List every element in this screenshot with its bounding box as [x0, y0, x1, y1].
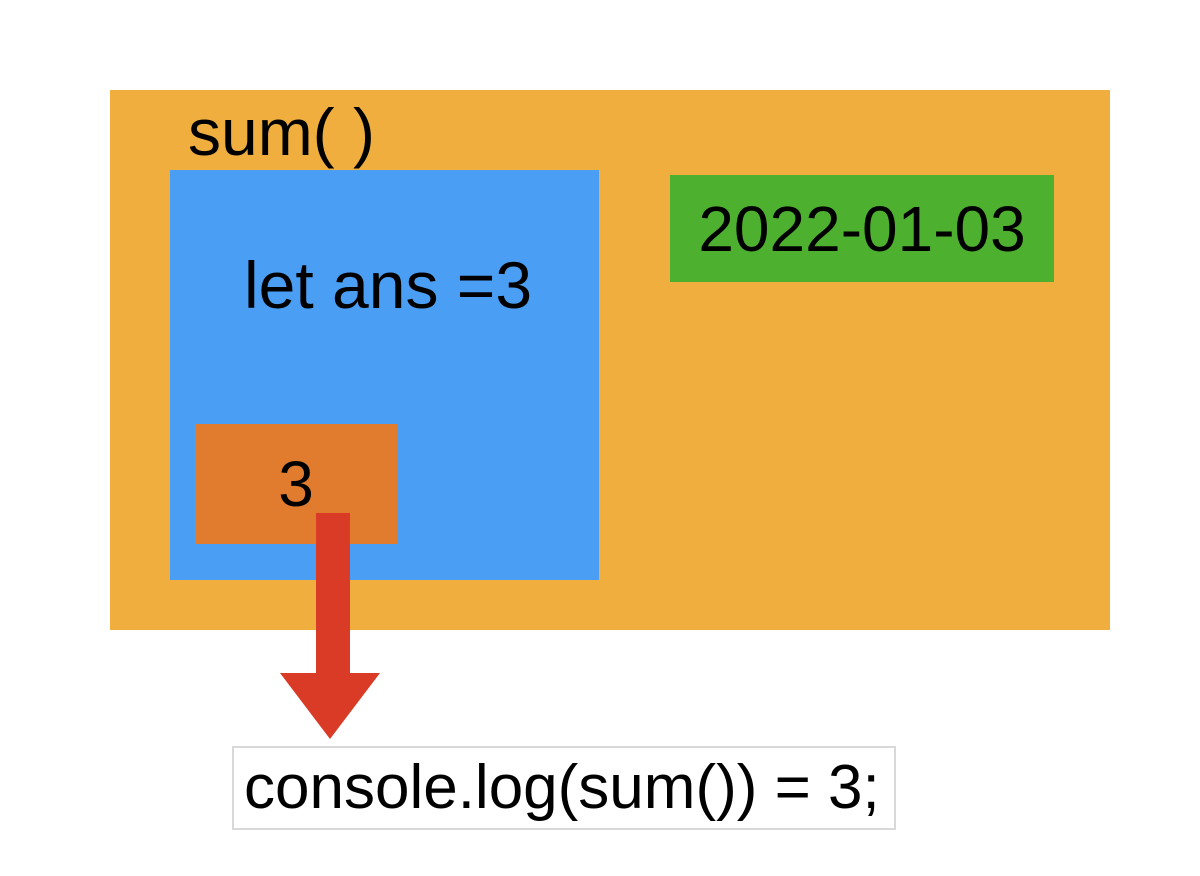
return-arrow-icon — [280, 513, 380, 739]
console-output-label: console.log(sum()) = 3; — [244, 753, 880, 822]
function-name-label: sum( ) — [188, 95, 375, 169]
return-value-label: 3 — [278, 448, 314, 520]
return-arrow-head — [280, 673, 380, 739]
date-badge: 2022-01-03 — [670, 175, 1054, 282]
return-arrow-shaft — [316, 513, 350, 675]
variable-declaration-label: let ans =3 — [244, 248, 533, 322]
console-output-box: console.log(sum()) = 3; — [232, 746, 896, 830]
date-badge-label: 2022-01-03 — [698, 192, 1026, 265]
return-value-box: 3 — [195, 424, 397, 544]
